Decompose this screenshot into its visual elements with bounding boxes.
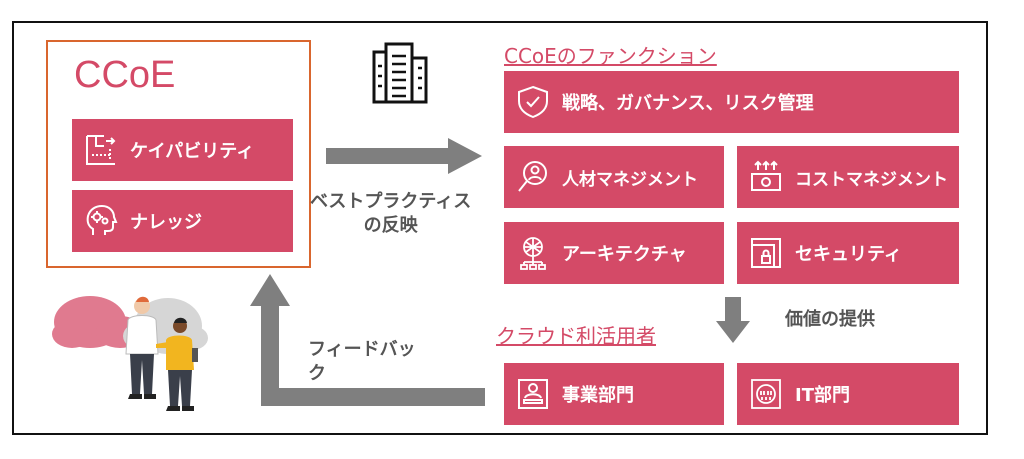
lock-frame-icon [751, 238, 781, 268]
ccoe-title: CCoE [74, 54, 176, 96]
ccoe-item-label: ナレッジ [130, 212, 202, 233]
arrow-right-icon [326, 138, 482, 174]
value-label: 価値の提供 [785, 309, 875, 330]
head-gears-icon [86, 204, 118, 235]
binary-head-icon [751, 379, 781, 409]
ccoe-item-label: ケイパビリティ [130, 141, 255, 162]
arrow-down-icon [716, 297, 750, 343]
building-icon [372, 42, 428, 104]
ccoe-item-capability: ケイパビリティ [72, 119, 293, 181]
handshake-illustration [52, 296, 208, 411]
users-title: クラウド利活用者 [496, 324, 656, 348]
user-it: IT部門 [737, 363, 959, 425]
function-security: セキュリティ [737, 222, 959, 284]
network-tree-icon [520, 237, 546, 270]
diagram-frame [12, 21, 988, 435]
function-hr: 人材マネジメント [504, 146, 724, 208]
function-top-label: 戦略、ガバナンス、リスク管理 [562, 93, 814, 114]
function-cost: コストマネジメント [737, 146, 959, 208]
floorplan-arrow-icon [86, 135, 116, 165]
shield-check-icon [518, 85, 548, 119]
function-top: 戦略、ガバナンス、リスク管理 [504, 71, 959, 133]
function-label: アーキテクチャ [562, 244, 687, 265]
function-label: コストマネジメント [795, 169, 948, 190]
function-label: 人材マネジメント [562, 169, 698, 190]
functions-title: CCoEのファンクション [504, 44, 717, 68]
arrow-feedback-icon [250, 274, 485, 406]
feedback-label: フィードバッ ク [308, 339, 416, 384]
person-search-icon [518, 161, 547, 192]
user-label: IT部門 [795, 385, 850, 406]
function-architecture: アーキテクチャ [504, 222, 724, 284]
function-label: セキュリティ [795, 244, 902, 265]
money-arrows-icon [751, 160, 781, 191]
ccoe-item-knowledge: ナレッジ [72, 190, 293, 252]
ccoe-box [46, 40, 311, 268]
best-practice-label: ベストプラクティス の反映 [310, 191, 472, 236]
user-label: 事業部門 [562, 385, 634, 406]
user-business: 事業部門 [504, 363, 724, 425]
person-laptop-icon [518, 379, 548, 409]
